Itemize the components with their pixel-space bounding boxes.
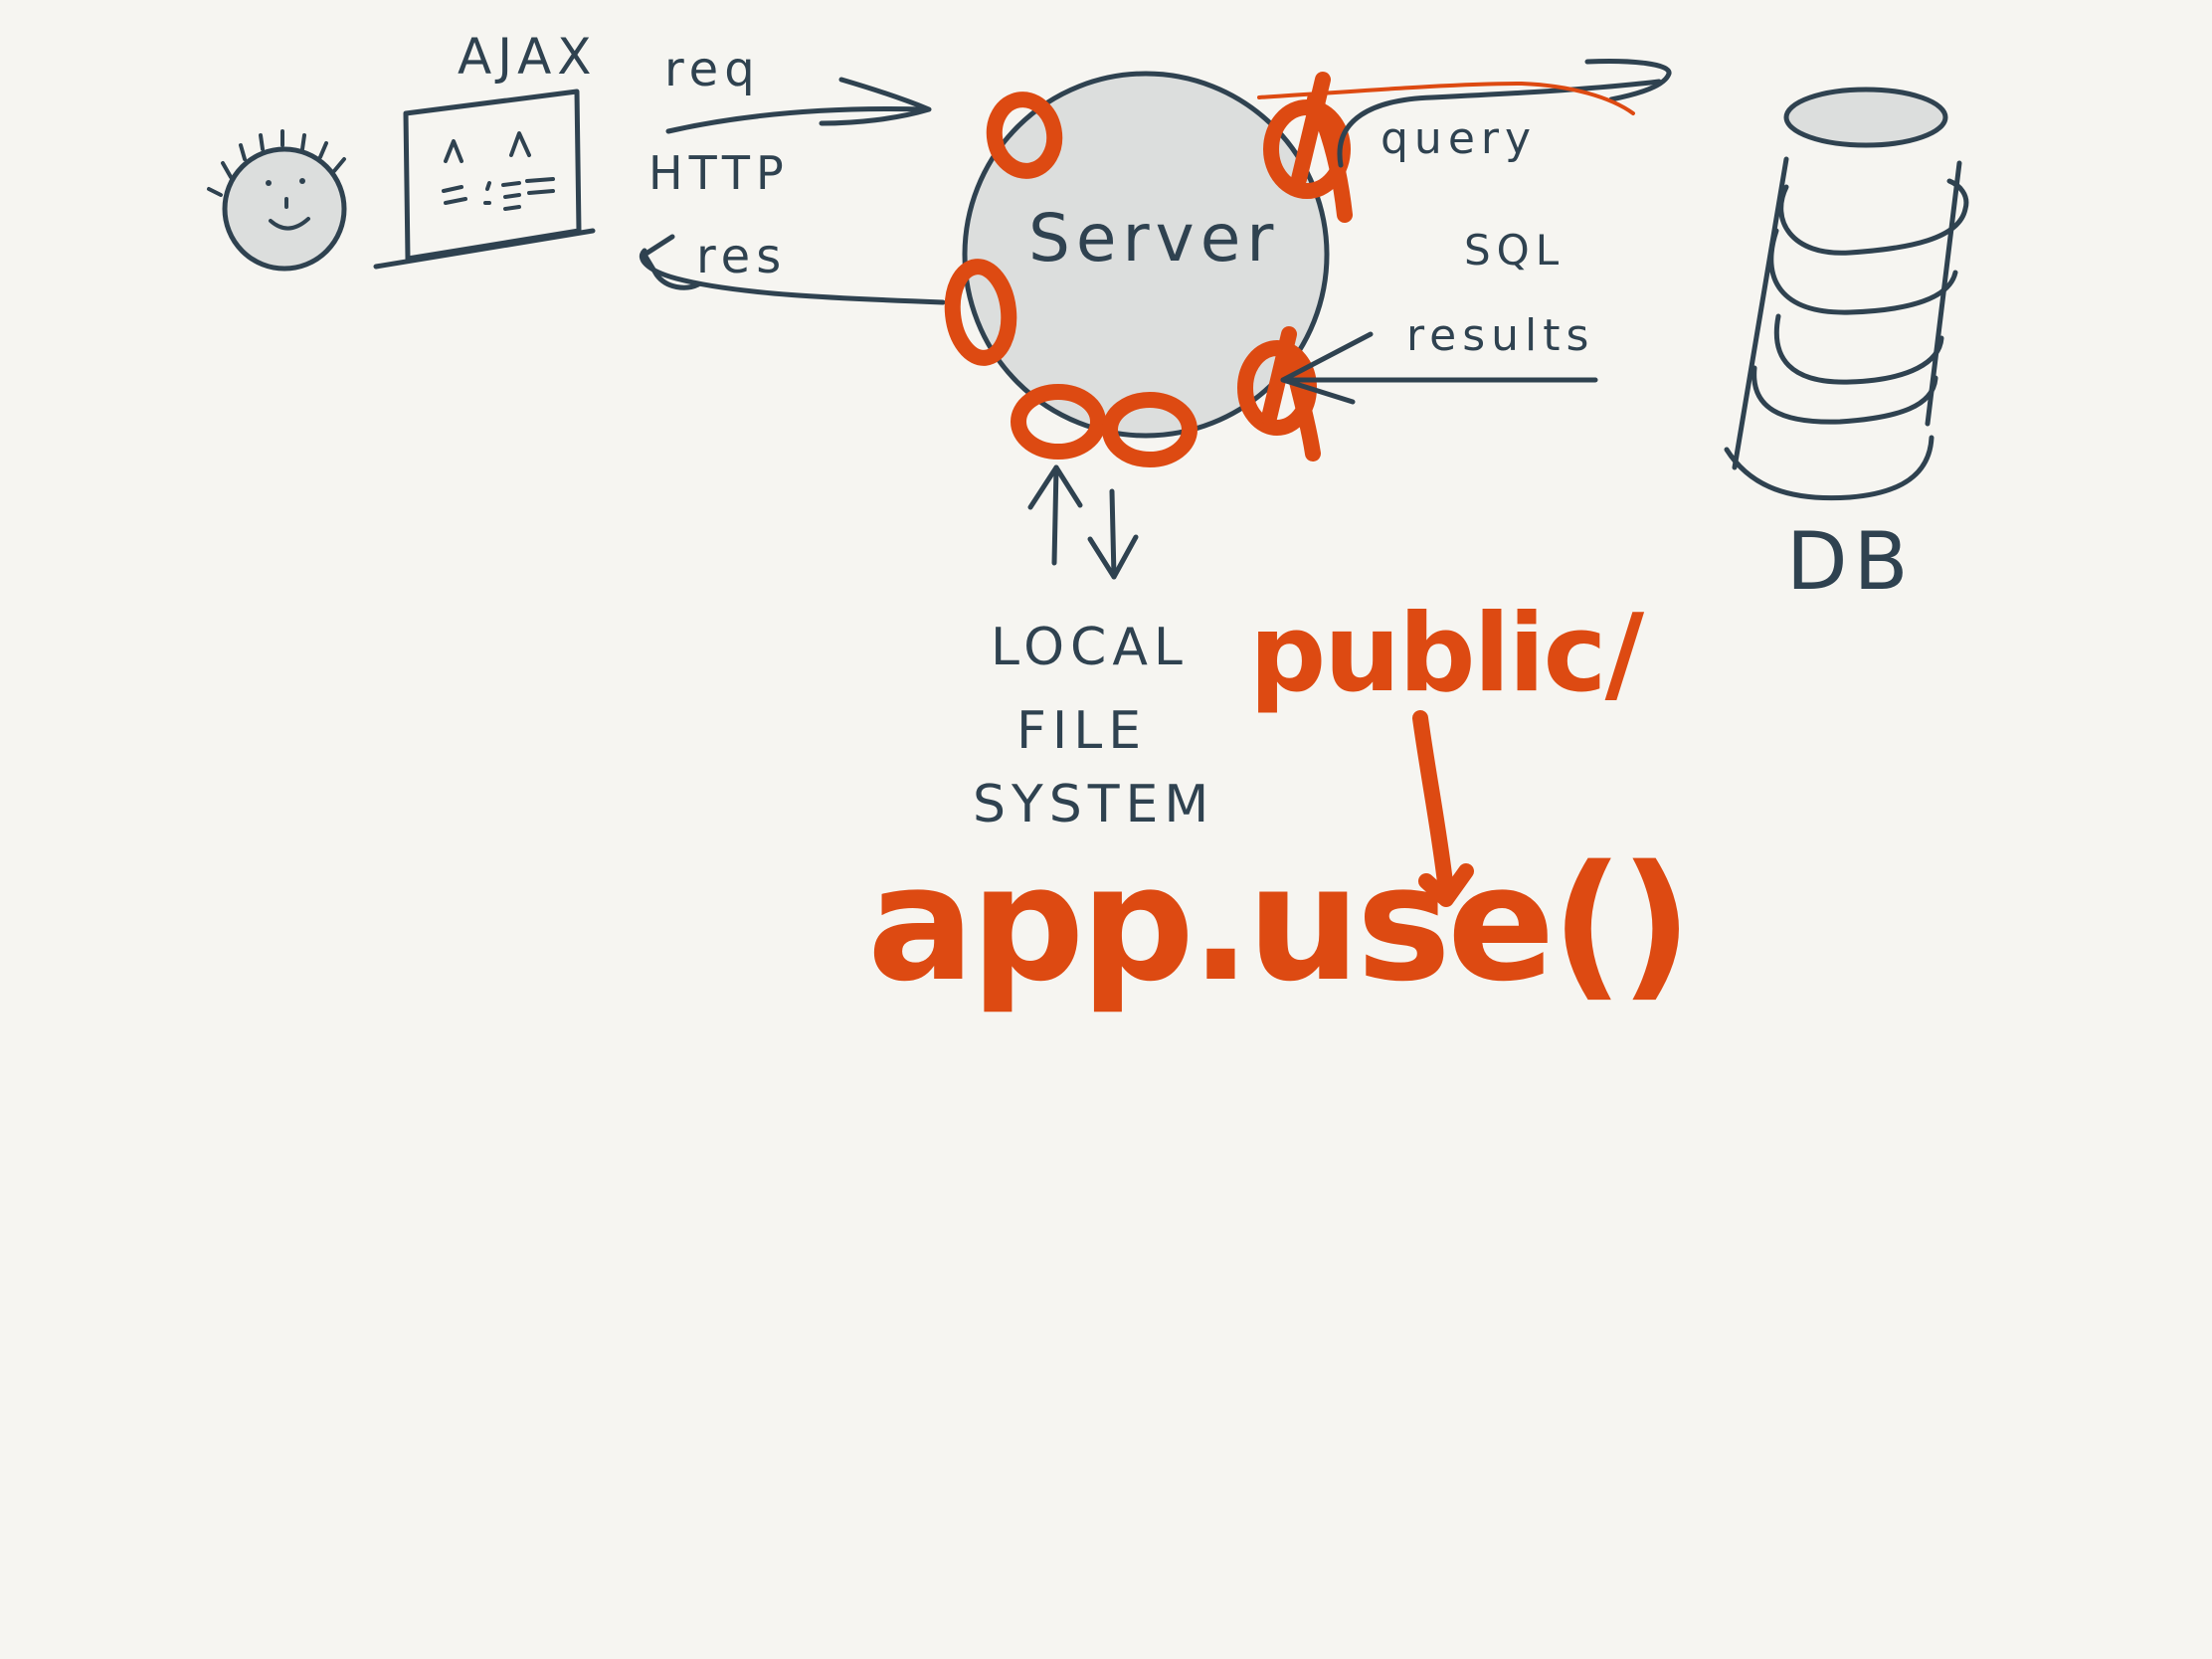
sql-label: SQL [1464,226,1565,275]
db-label: DB [1786,515,1914,608]
res-label: res [696,229,787,284]
app-use-label: app.use() [867,830,1689,1016]
results-label: results [1406,310,1594,361]
filesystem-arrows [1027,464,1139,580]
request-arrow [665,77,932,134]
req-label: req [664,42,761,97]
response-arrow [639,234,946,305]
query-arrow [1257,59,1672,168]
browser-window-icon [373,89,596,270]
public-to-appuse-arrow [1412,710,1474,907]
server-node [962,71,1330,439]
query-label: query [1381,113,1537,164]
local-label: LOCAL [991,618,1189,677]
http-label: HTTP [648,146,790,200]
server-label: Server [1028,200,1279,276]
system-label: SYSTEM [973,775,1214,834]
database-icon [1724,87,1969,501]
results-arrow [1280,331,1598,405]
middleware-markers [944,72,1353,467]
ajax-label: AJAX [458,28,598,86]
file-label: FILE [1016,701,1147,761]
user-face-icon [207,129,347,272]
public-label: public/ [1249,592,1645,716]
